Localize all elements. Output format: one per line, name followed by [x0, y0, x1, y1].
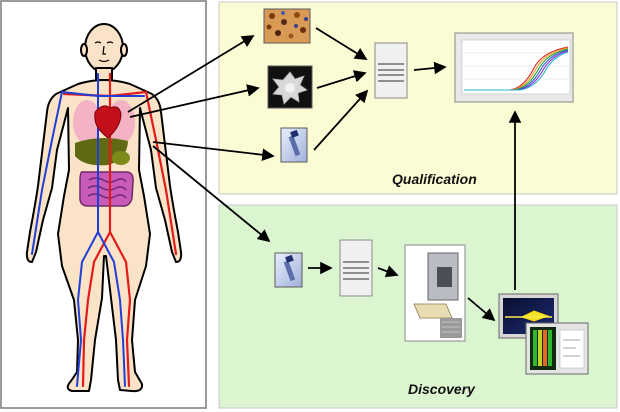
pcr-amplification-plot-icon [454, 32, 574, 103]
gel-blot-thumbnail-icon [374, 42, 408, 99]
heart-icon [94, 105, 122, 139]
gel-blot-thumbnail-icon [339, 239, 373, 297]
arrow-gel-to-mass-spec [377, 265, 399, 278]
cell-micrograph-thumbnail-icon [267, 65, 313, 109]
right-lung-icon [73, 100, 101, 144]
discovery-caption: Discovery [408, 381, 475, 397]
arrow-body-to-blood-discovery [152, 145, 271, 243]
mass-spectrometer-icon [404, 244, 466, 342]
face-features-icon [94, 41, 114, 63]
flow-arrows [127, 27, 522, 322]
arrow-gel-to-pcr [413, 61, 447, 75]
heatmap-screen-icon [525, 322, 589, 375]
human-body-figure [25, 23, 183, 393]
tissue-stain-thumbnail-icon [263, 8, 311, 44]
qualification-caption: Qualification [392, 171, 477, 187]
arrow-body-to-tissue [127, 35, 255, 113]
stomach-icon [112, 151, 130, 165]
blood-tube-thumbnail-icon [280, 127, 308, 163]
arrow-tissue-to-gel [315, 27, 368, 60]
arrow-mass-spec-to-screens [467, 297, 496, 322]
arrow-blood-to-gel [313, 89, 369, 151]
arrow-cells-to-gel [316, 70, 367, 89]
arrow-body-to-cells [129, 84, 260, 118]
blood-tube-thumbnail-icon [274, 252, 303, 288]
vein-network [31, 73, 145, 387]
arrow-body-to-blood-qualification [152, 141, 275, 162]
